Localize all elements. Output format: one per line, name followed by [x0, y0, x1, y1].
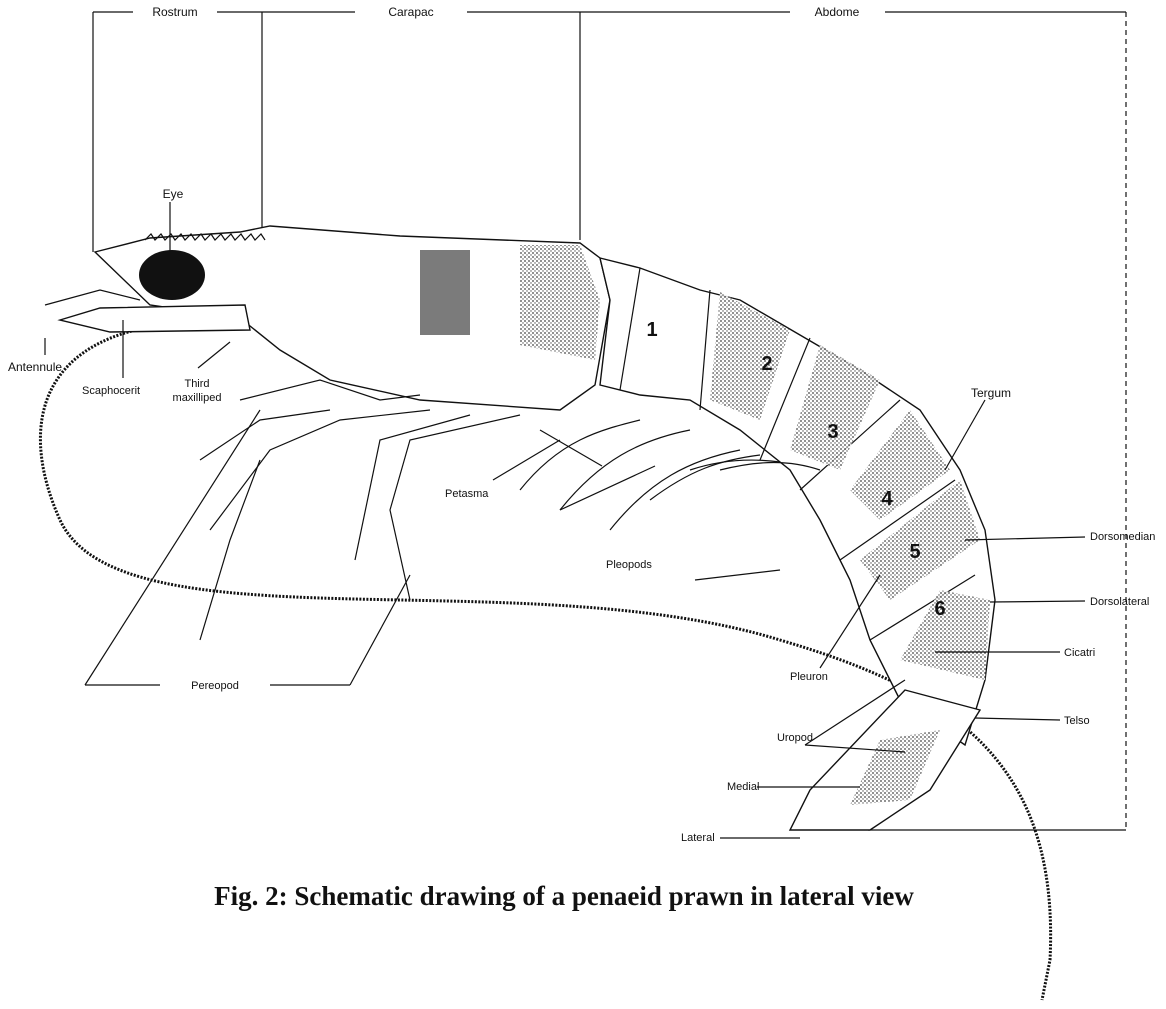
label-telson: Telso: [1064, 715, 1090, 727]
label-medial: Medial: [727, 781, 759, 793]
segment-1: 1: [646, 319, 657, 341]
prawn-body: [45, 226, 995, 830]
segment-2: 2: [761, 353, 772, 375]
label-dorsolateral: Dorsolateral: [1090, 596, 1149, 608]
label-pereopod: Pereopod: [191, 680, 239, 692]
region-label-carapace: Carapac: [388, 5, 433, 19]
label-pleopods: Pleopods: [606, 559, 652, 571]
segment-5: 5: [909, 541, 920, 563]
figure-caption: Fig. 2: Schematic drawing of a penaeid p…: [214, 881, 914, 911]
label-lateral: Lateral: [681, 832, 715, 844]
segment-4: 4: [881, 488, 893, 510]
label-uropod: Uropod: [777, 732, 813, 744]
region-label-rostrum: Rostrum: [152, 5, 197, 19]
label-tergum: Tergum: [971, 386, 1011, 400]
region-label-abdomen: Abdome: [815, 5, 860, 19]
eye-icon: [139, 250, 205, 300]
label-antennule: Antennule: [8, 360, 62, 374]
segment-3: 3: [827, 421, 838, 443]
label-scaphocerite: Scaphocerit: [82, 385, 140, 397]
label-cicatrix: Cicatri: [1064, 647, 1095, 659]
segment-6: 6: [934, 598, 945, 620]
label-dorsomedian: Dorsomedian: [1090, 531, 1155, 543]
label-pleuron: Pleuron: [790, 671, 828, 683]
label-petasma: Petasma: [445, 488, 489, 500]
label-eye: Eye: [163, 187, 184, 201]
label-third: Third: [184, 378, 209, 390]
label-maxilliped: maxilliped: [173, 392, 222, 404]
